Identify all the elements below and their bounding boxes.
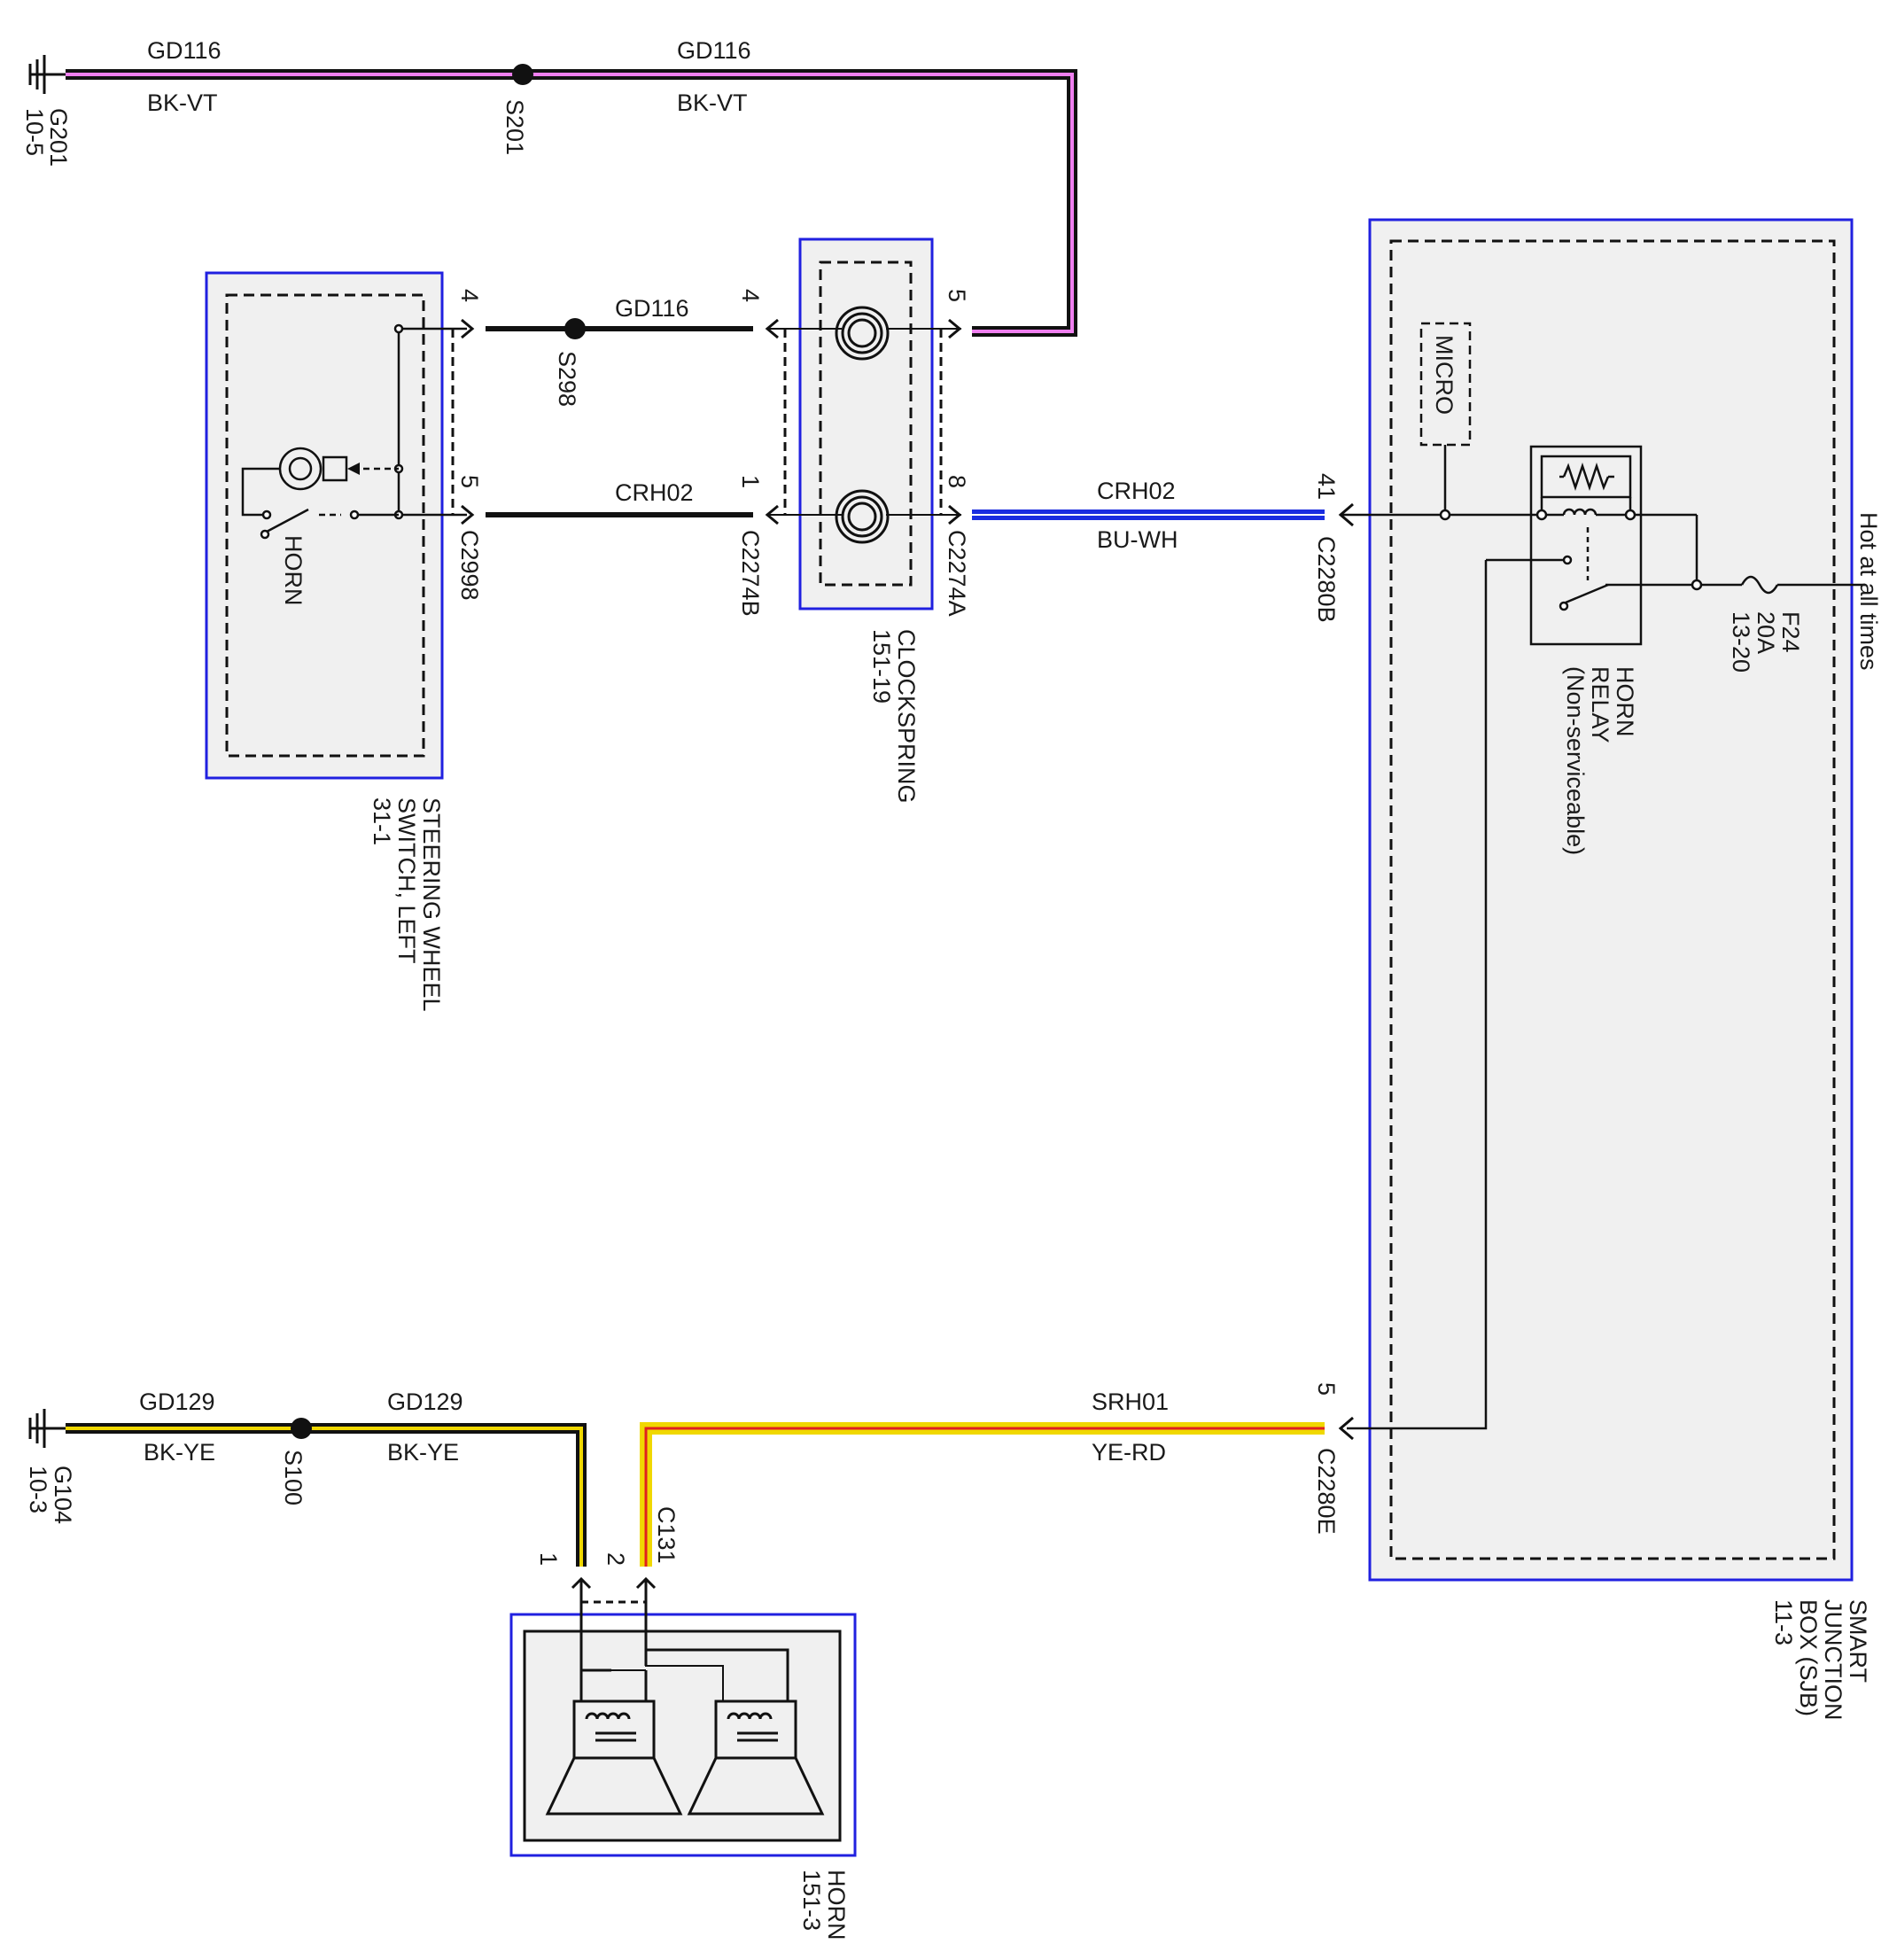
- clockspring-ref: 151-19: [868, 629, 895, 704]
- sjb-line3: BOX (SJB): [1795, 1599, 1822, 1716]
- steering-switch-line2: SWITCH, LEFT: [393, 797, 420, 964]
- steering-switch-horn-label: HORN: [280, 535, 307, 606]
- connector-c131-icon: [571, 1576, 657, 1604]
- c131-pin-right: 2: [602, 1552, 629, 1566]
- splice-s298-dot: [564, 318, 586, 339]
- wire-gd116-right-circuit: GD116: [677, 37, 751, 64]
- wire-gd116-left-color: BK-VT: [147, 89, 218, 116]
- wire-srh01-ye-rd: [640, 1422, 1325, 1567]
- clockspring-module: [798, 237, 934, 611]
- c131-pin-left: 1: [535, 1552, 562, 1566]
- horn-switch-arrow-icon: [347, 463, 360, 475]
- fuse-f24-ref: 13-20: [1728, 611, 1754, 673]
- connector-c2274b-icon: [765, 318, 842, 525]
- connector-c2998-icon: [451, 318, 475, 525]
- splice-s201-label: S201: [501, 99, 528, 155]
- wire-gd116-mid-circuit: GD116: [615, 295, 689, 322]
- wire-crh02-right-circuit: CRH02: [1097, 478, 1176, 504]
- wire-crh02-right-color: BU-WH: [1097, 526, 1178, 553]
- c2280e-pin: 5: [1313, 1382, 1340, 1396]
- sjb-ref: 11-3: [1770, 1599, 1797, 1645]
- c2274a-pin-bottom: 8: [944, 475, 970, 488]
- c131-name: C131: [653, 1506, 680, 1564]
- wire-relay-to-c2280e: [1347, 560, 1488, 1430]
- micro-block: [1419, 322, 1472, 521]
- wire-gd116-bk-vt-top: [66, 69, 1077, 337]
- c2998-pin-top: 4: [456, 289, 483, 302]
- horn-relay-line3: (Non-serviceable): [1562, 666, 1589, 855]
- clockspring-name: CLOCKSPRING: [893, 629, 920, 804]
- c2274b-pin-bottom: 1: [737, 475, 764, 488]
- c2274a-pin-top: 5: [944, 289, 970, 302]
- fuse-f24-rating: 20A: [1753, 611, 1779, 654]
- wire-gd129-right-color: BK-YE: [387, 1439, 459, 1466]
- connector-c2280b-icon: [1338, 502, 1524, 527]
- c2274a-name: C2274A: [944, 530, 970, 617]
- horn-switch-internals: [241, 323, 467, 540]
- sjb-line2: JUNCTION: [1820, 1599, 1846, 1721]
- c2998-name: C2998: [456, 530, 483, 601]
- ground-g201-ref: 10-5: [21, 108, 48, 156]
- steering-switch-ref: 31-1: [369, 797, 395, 845]
- wire-gd116-right-color: BK-VT: [677, 89, 748, 116]
- connector-c2280e-icon: [1338, 1416, 1354, 1441]
- power-label: Hot at all times: [1855, 512, 1882, 671]
- c2998-pin-bottom: 5: [456, 475, 483, 488]
- wire-gd129-bk-ye: [66, 1423, 587, 1567]
- wire-srh01-color: YE-RD: [1092, 1439, 1166, 1466]
- ground-symbol-g201: [28, 55, 66, 94]
- horn-ref: 151-3: [798, 1870, 825, 1931]
- c2274b-pin-top: 4: [737, 289, 764, 302]
- horn-name: HORN: [823, 1870, 850, 1941]
- micro-label: MICRO: [1431, 335, 1458, 415]
- fuse-f24-icon: [1740, 575, 1779, 595]
- wire-gd116-left-circuit: GD116: [147, 37, 222, 64]
- horn-relay-line1: HORN: [1612, 666, 1638, 737]
- splice-s201-dot: [512, 64, 533, 85]
- c2274b-name: C2274B: [737, 530, 764, 617]
- steering-switch-line1: STEERING WHEEL: [418, 797, 445, 1012]
- smart-junction-box-module: [1368, 218, 1854, 1582]
- wire-srh01-circuit: SRH01: [1092, 1388, 1169, 1415]
- fuse-f24-name: F24: [1777, 611, 1804, 653]
- steering-wheel-switch-module: [205, 271, 444, 780]
- ground-g201-name: G201: [45, 108, 72, 167]
- splice-s100-dot: [291, 1418, 312, 1439]
- horn-speaker-icons: [545, 1579, 825, 1816]
- ground-symbol-g104: [28, 1409, 66, 1448]
- c2280e-name: C2280E: [1313, 1448, 1340, 1535]
- wire-gd129-left-color: BK-YE: [144, 1439, 215, 1466]
- wire-gd129-right-circuit: GD129: [387, 1388, 463, 1415]
- power-feed-wire: [1691, 515, 1865, 595]
- clockspring-coil-icons: [835, 306, 890, 544]
- c2280b-name: C2280B: [1313, 536, 1340, 623]
- splice-s298-label: S298: [554, 351, 580, 407]
- wire-crh02-mid-circuit: CRH02: [615, 479, 694, 506]
- splice-s100-label: S100: [280, 1450, 307, 1505]
- sjb-line1: SMART: [1845, 1599, 1871, 1683]
- horn-relay-line2: RELAY: [1587, 666, 1613, 743]
- horn-relay-block: [1486, 445, 1697, 646]
- connector-c2274a-icon: [886, 318, 962, 525]
- c2280b-pin: 41: [1313, 473, 1340, 500]
- ground-g104-ref: 10-3: [25, 1466, 51, 1513]
- ground-g104-name: G104: [50, 1466, 76, 1524]
- wire-gd129-left-circuit: GD129: [139, 1388, 215, 1415]
